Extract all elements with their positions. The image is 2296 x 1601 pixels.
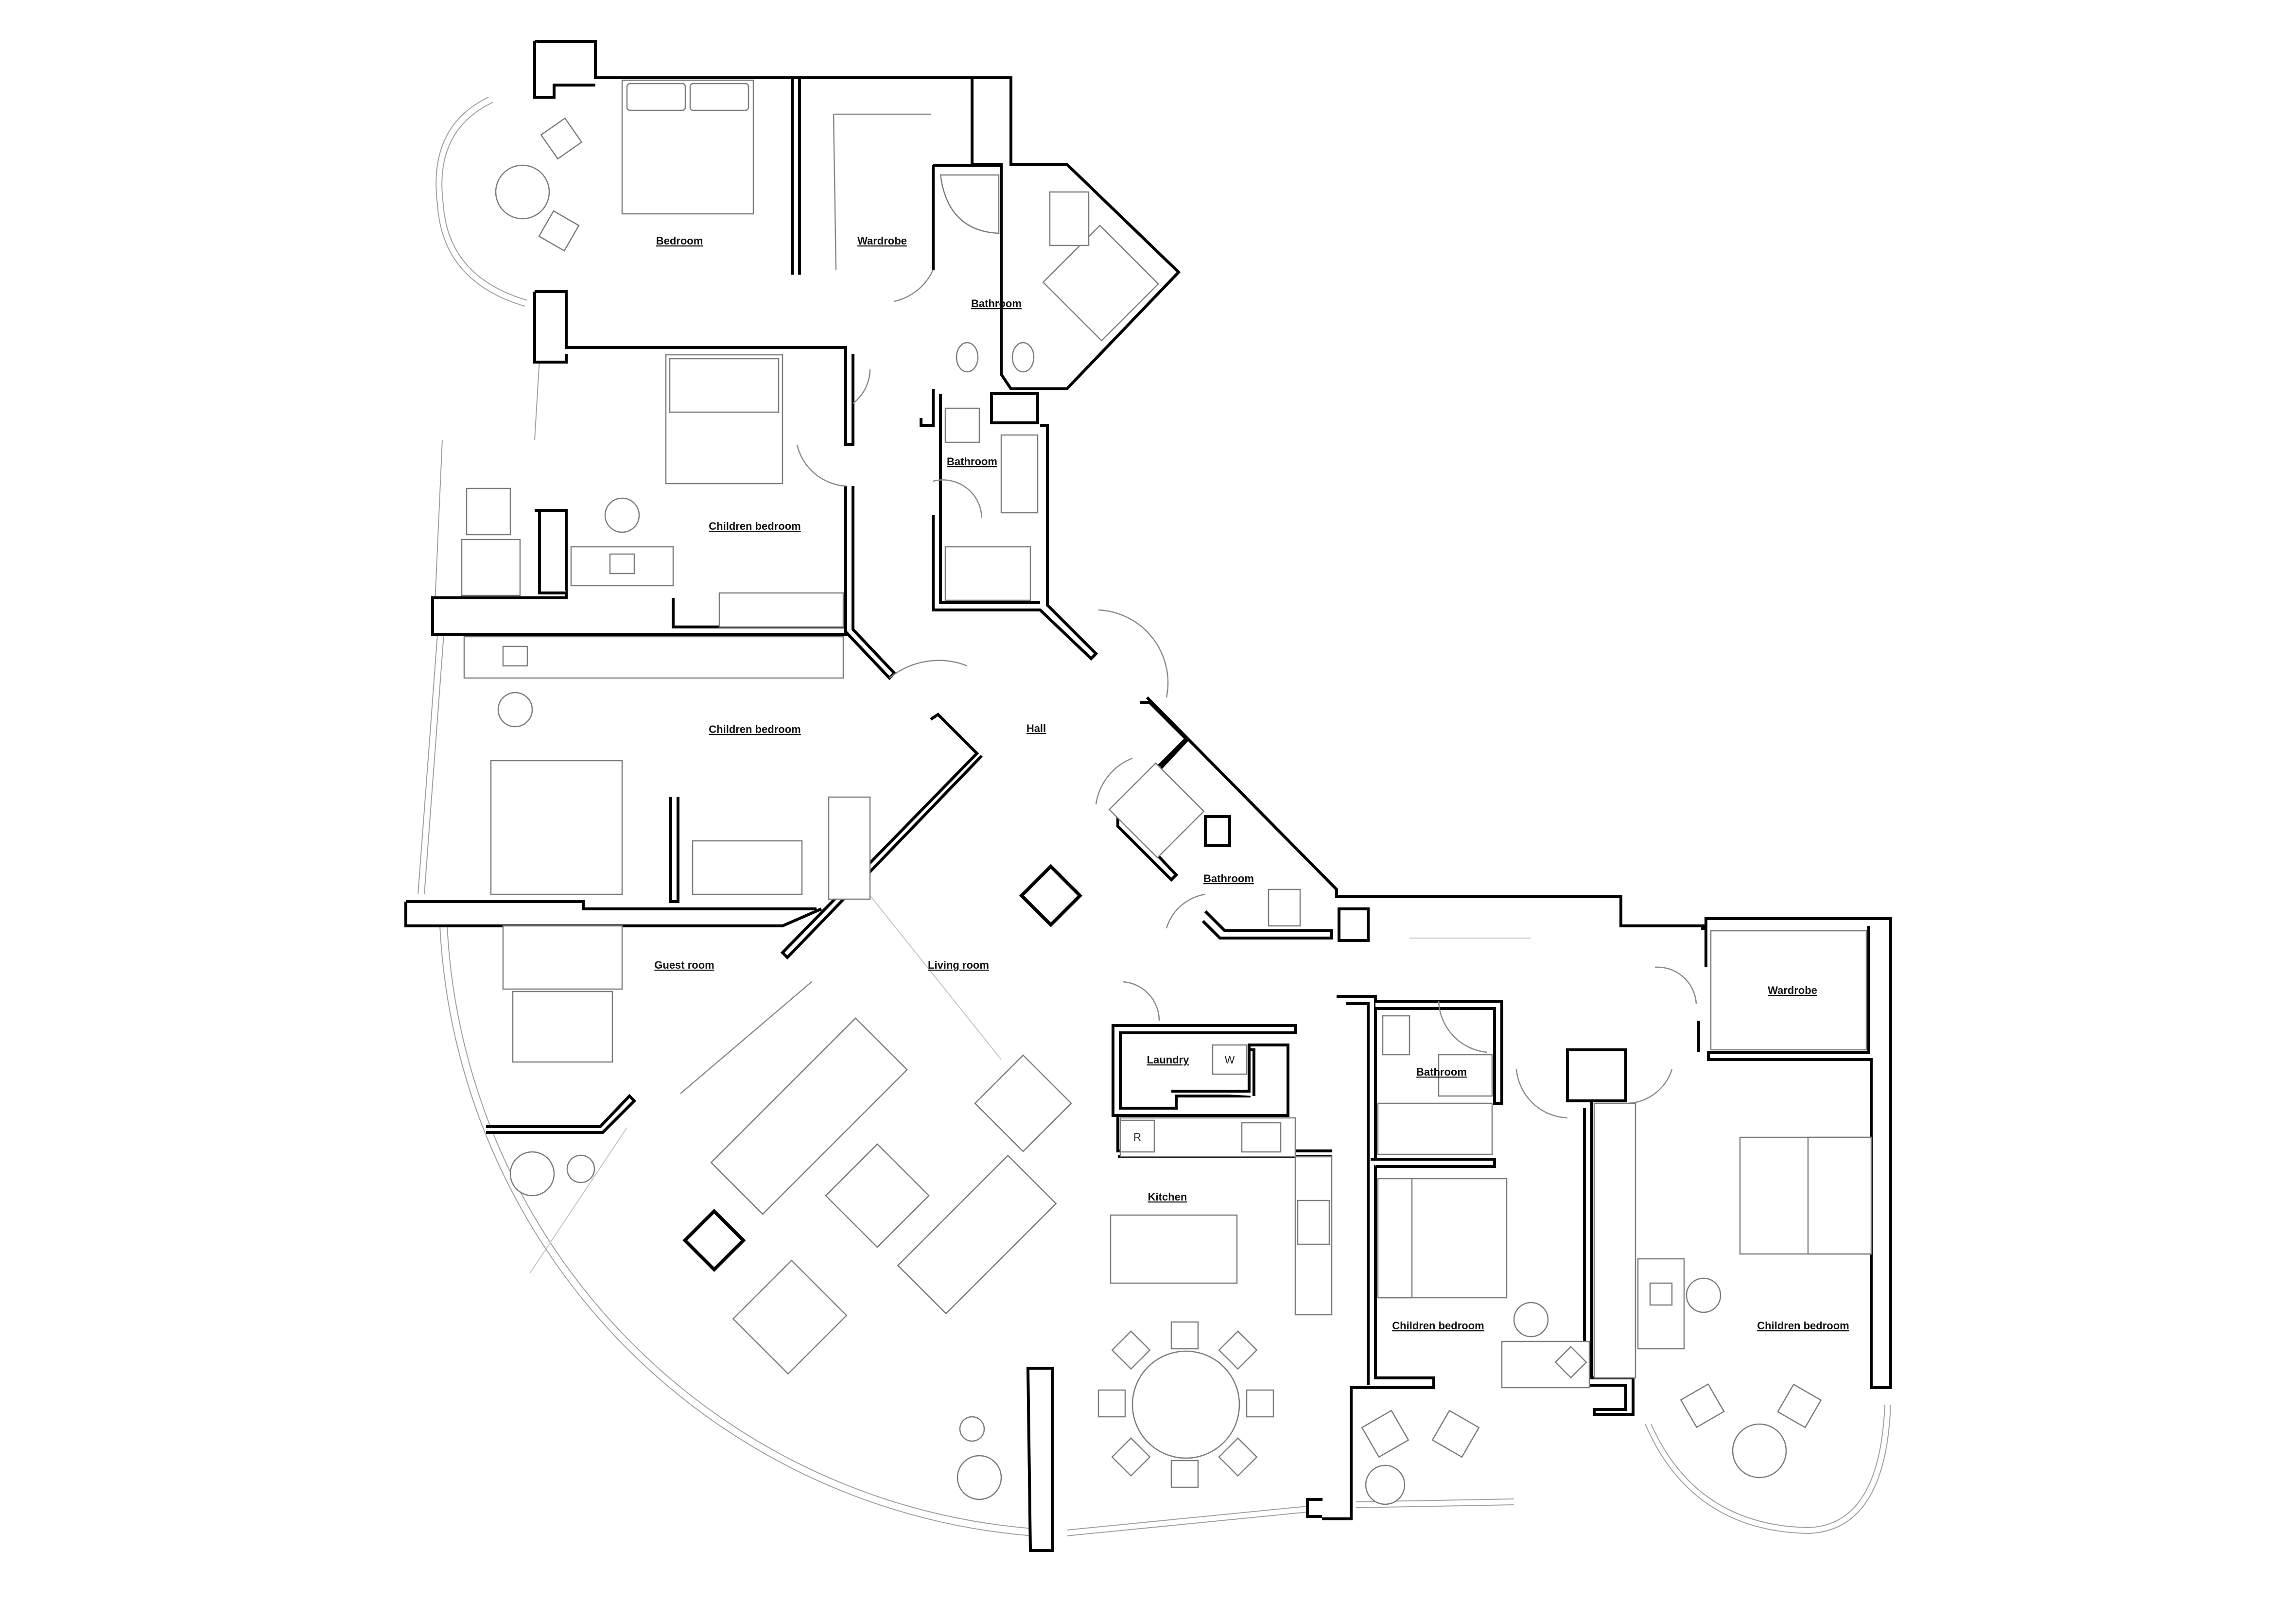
single-bed	[665, 354, 783, 485]
label-living-room: Living room	[928, 959, 989, 971]
kitchen-island	[1110, 1214, 1238, 1284]
desk-chair	[1686, 1277, 1722, 1313]
laptop	[1649, 1282, 1673, 1306]
label-hall: Hall	[1026, 722, 1046, 734]
desk-chair	[1513, 1302, 1549, 1338]
sink	[1241, 1122, 1282, 1153]
armchair	[461, 539, 521, 596]
label-wardrobe: Wardrobe	[1768, 984, 1817, 996]
wardrobe-rack	[1710, 930, 1867, 1051]
armchair	[538, 210, 580, 252]
label-laundry: Laundry	[1147, 1054, 1190, 1066]
sofa-bed	[502, 925, 623, 990]
column	[682, 1208, 746, 1272]
dining-chair	[1218, 1330, 1258, 1370]
wardrobe-cabinet	[1593, 1102, 1636, 1379]
armchair	[1361, 1410, 1409, 1458]
label-guest-room: Guest room	[654, 959, 714, 971]
sofa	[692, 840, 803, 895]
desk-chair	[497, 692, 533, 728]
desk	[1501, 1340, 1590, 1389]
basin	[1438, 1054, 1493, 1097]
wardrobe-cabinet	[718, 592, 844, 628]
armchair	[974, 1054, 1072, 1152]
rug	[512, 991, 613, 1063]
armchair	[540, 117, 583, 160]
toilet	[956, 342, 979, 373]
label-children-bedroom: Children bedroom	[709, 723, 800, 735]
wardrobe-rail	[833, 114, 837, 270]
dining-chair	[1111, 1330, 1151, 1370]
bed-headboard	[1377, 1178, 1413, 1299]
laptop	[609, 553, 635, 574]
armchair	[732, 1259, 848, 1375]
label-children-bedroom: Children bedroom	[1757, 1320, 1849, 1332]
washer-box	[1212, 1044, 1248, 1075]
laptop	[502, 645, 528, 667]
toilet	[944, 407, 980, 443]
room-labels: Bedroom Wardrobe Bathroom Bathroom Child…	[654, 235, 1849, 1332]
label-bathroom: Bathroom	[947, 455, 997, 468]
toilet	[1382, 1015, 1410, 1056]
bed-headboard	[1807, 1136, 1872, 1255]
shelf	[828, 796, 871, 900]
shower-tray	[944, 546, 1031, 601]
column	[1019, 864, 1083, 927]
bathtub-corner	[939, 174, 1000, 234]
bidet	[1011, 342, 1035, 373]
round-table	[495, 164, 550, 220]
armchair	[1777, 1383, 1822, 1428]
furniture	[461, 79, 1872, 1505]
double-bed	[621, 79, 754, 215]
dining-chair	[1246, 1389, 1274, 1418]
sofa	[897, 1154, 1057, 1315]
toilet	[1268, 888, 1301, 927]
dining-chair	[1218, 1437, 1258, 1477]
basin	[1049, 191, 1090, 246]
label-kitchen: Kitchen	[1148, 1191, 1187, 1203]
fridge-box	[1119, 1119, 1155, 1153]
label-children-bedroom: Children bedroom	[1392, 1320, 1484, 1332]
dining-chair	[1111, 1437, 1151, 1477]
plant	[957, 1455, 1002, 1500]
bathtub	[1377, 1102, 1493, 1155]
label-children-bedroom: Children bedroom	[709, 520, 800, 532]
armchair	[466, 487, 511, 536]
dining-table	[1131, 1350, 1240, 1459]
armchair	[1431, 1410, 1480, 1458]
dining-chair	[1170, 1460, 1199, 1488]
side-table	[566, 1154, 595, 1183]
label-bathroom: Bathroom	[1416, 1066, 1467, 1078]
armchair	[1680, 1383, 1725, 1428]
door-swings	[680, 269, 1697, 1119]
label-bathroom: Bathroom	[1203, 872, 1254, 885]
dining-chair	[1097, 1389, 1126, 1418]
plant	[509, 1151, 555, 1197]
sofa	[710, 1017, 908, 1215]
hob	[1297, 1200, 1330, 1245]
fridge-label: R	[1133, 1131, 1141, 1143]
plant	[1365, 1464, 1406, 1505]
round-table	[1732, 1423, 1787, 1479]
shower	[1042, 225, 1159, 342]
desk-chair	[604, 497, 640, 533]
basin	[1000, 434, 1039, 514]
label-bedroom: Bedroom	[656, 235, 703, 247]
label-wardrobe: Wardrobe	[857, 235, 907, 247]
dining-chair	[1170, 1321, 1199, 1350]
small-stool	[959, 1416, 985, 1442]
shower	[1108, 762, 1205, 859]
coffee-table	[825, 1143, 930, 1248]
structural-columns	[682, 864, 1083, 1272]
washer-label: W	[1225, 1054, 1235, 1066]
double-bed	[490, 760, 623, 895]
floor-tiles	[529, 865, 1531, 1274]
label-bathroom: Bathroom	[971, 297, 1022, 310]
laptop	[1554, 1346, 1587, 1379]
